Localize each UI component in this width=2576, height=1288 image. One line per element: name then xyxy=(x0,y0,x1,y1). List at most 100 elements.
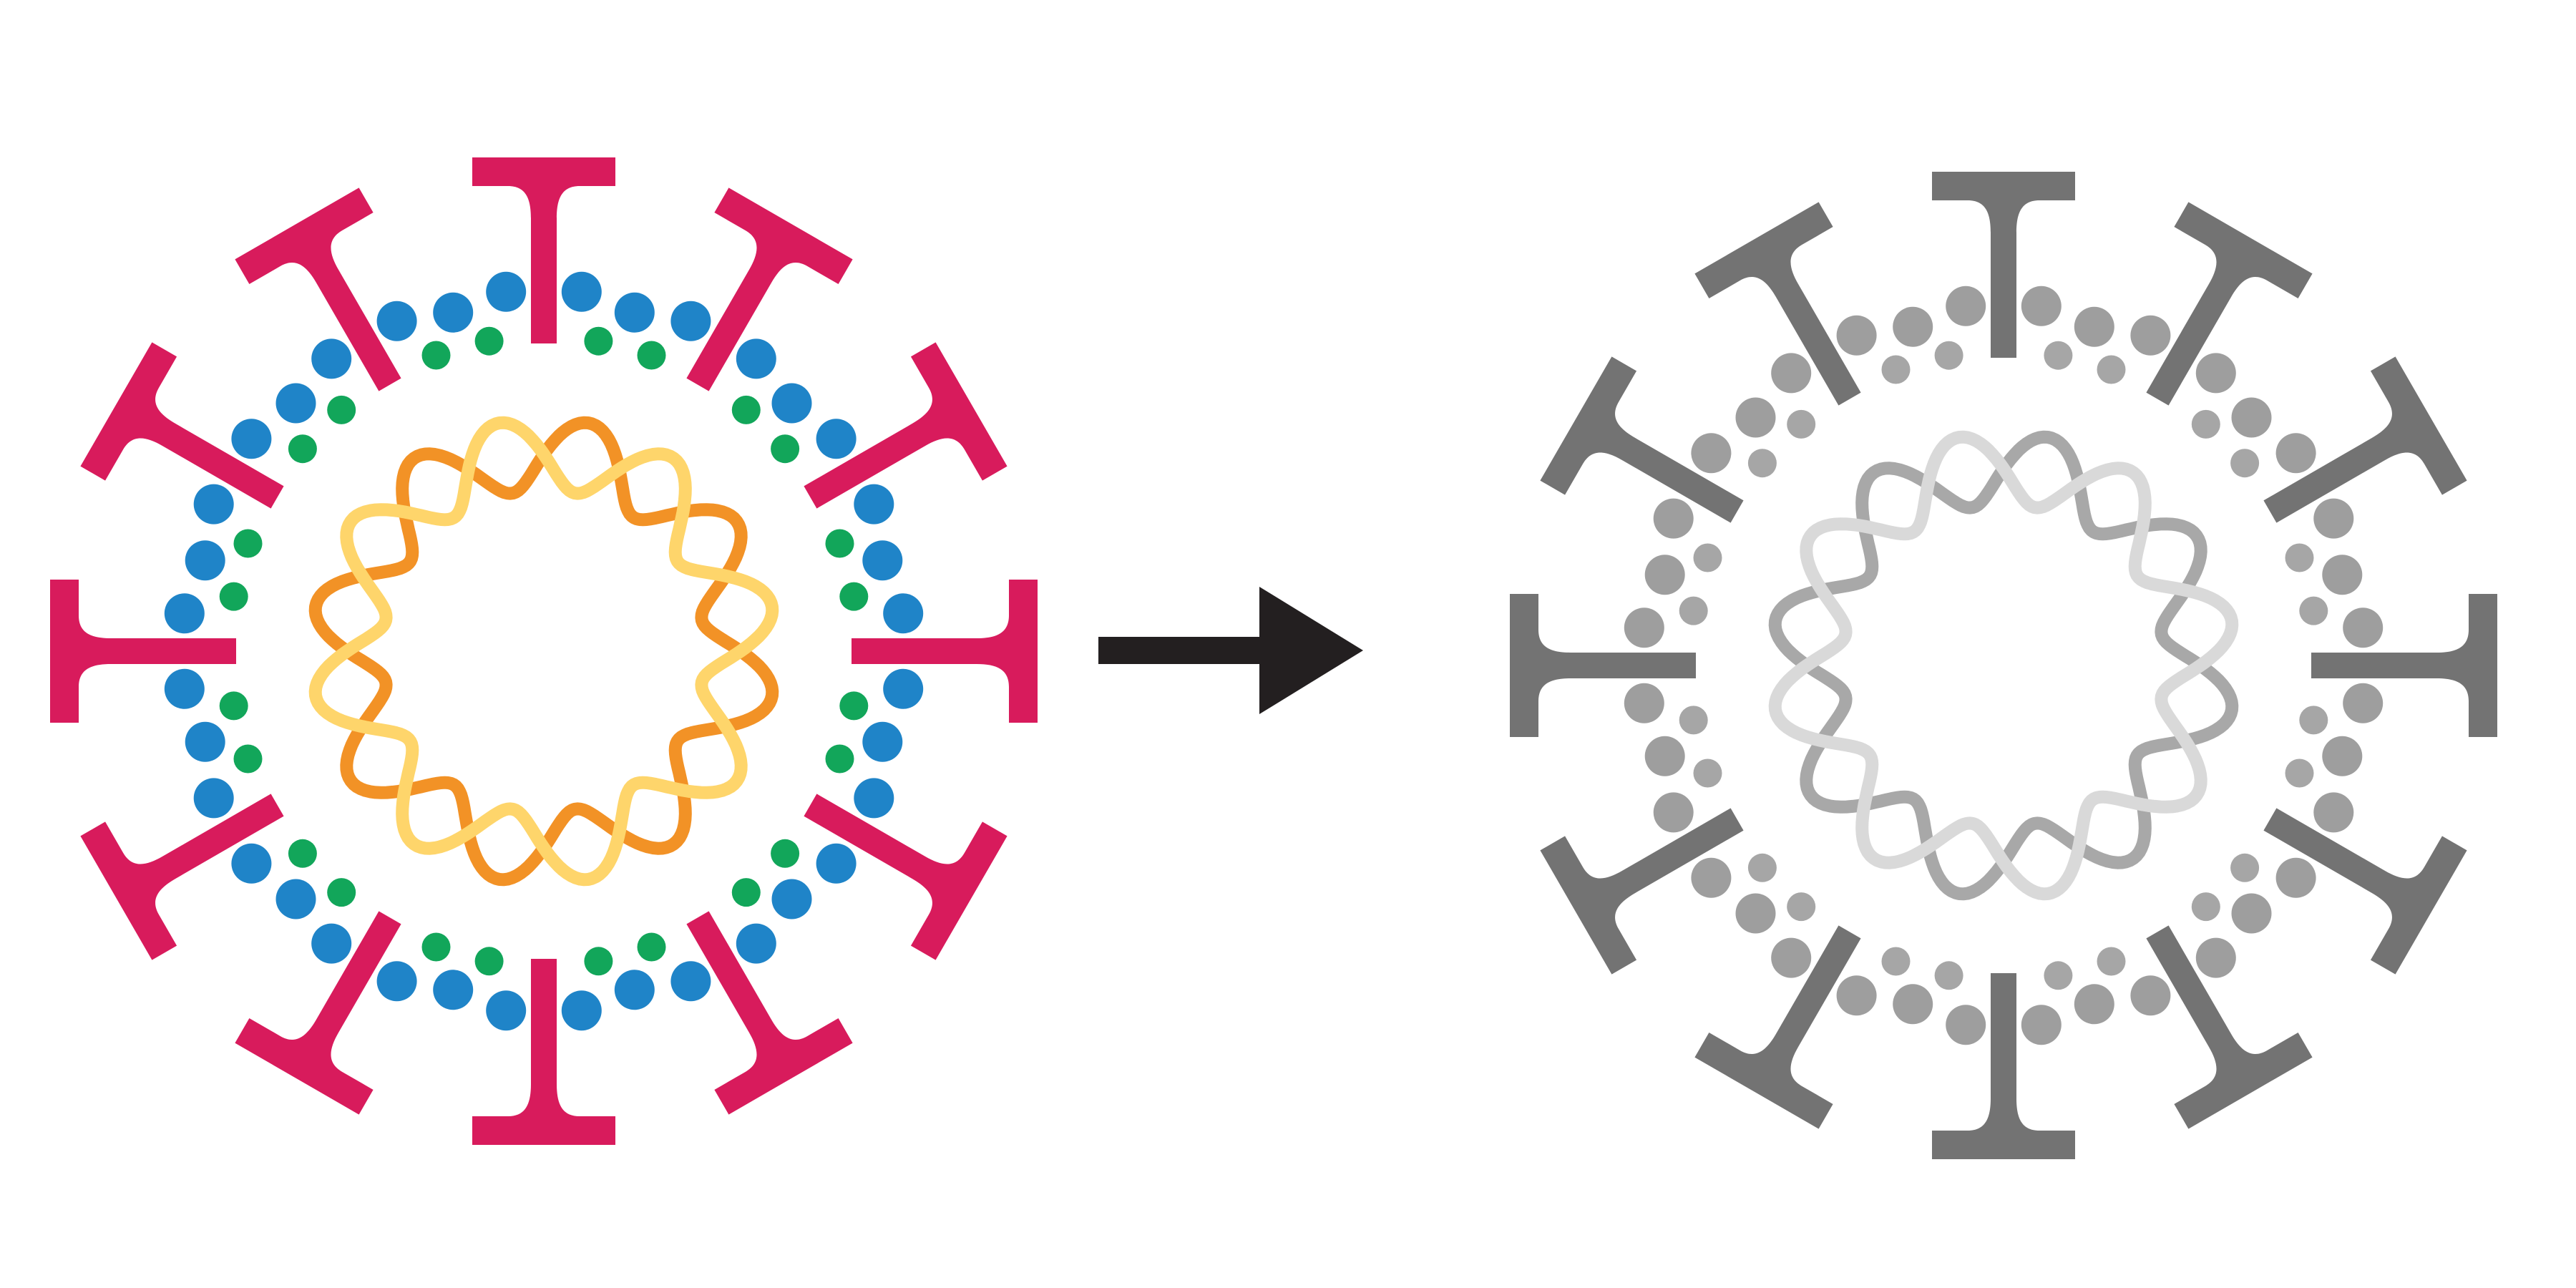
particle-outer-dot xyxy=(1691,433,1732,474)
particle-outer-dot xyxy=(164,668,205,709)
particle-outer-dot xyxy=(1771,353,1812,394)
particle-inner-dot xyxy=(637,932,666,962)
particle-outer-dot xyxy=(1893,306,1933,347)
particle-inner-dot xyxy=(2285,758,2314,788)
particle-outer-dot xyxy=(2313,792,2354,833)
particle-outer-dot xyxy=(561,271,602,312)
particle-outer-dot xyxy=(2343,683,2384,723)
particle-inner-dot xyxy=(1693,543,1722,572)
particle-outer-dot xyxy=(561,990,602,1031)
particle-outer-dot xyxy=(2195,353,2236,394)
particle-outer-dot xyxy=(883,593,924,634)
particle-outer-dot xyxy=(1946,1005,1986,1045)
particle-outer-dot xyxy=(862,721,903,762)
particle-inner-dot xyxy=(1747,449,1777,478)
spike-protein xyxy=(1932,973,2075,1159)
particle-outer-dot xyxy=(771,879,812,919)
particle-inner-dot xyxy=(584,947,613,976)
particle-outer-dot xyxy=(164,593,205,634)
particle-inner-dot xyxy=(219,582,248,611)
particle-outer-dot xyxy=(670,961,711,1002)
particle-outer-dot xyxy=(1624,683,1664,723)
spike-protein xyxy=(80,342,284,509)
particle-outer-dot xyxy=(185,540,225,581)
particle-outer-dot xyxy=(614,970,655,1010)
particle-inner-dot xyxy=(825,529,854,558)
particle-outer-dot xyxy=(2275,433,2316,474)
particle-inner-dot xyxy=(825,744,854,774)
particle-inner-dot xyxy=(1934,961,1963,990)
grayscale-virus-particle xyxy=(1510,172,2497,1159)
particle-outer-dot xyxy=(486,271,527,312)
spike-protein xyxy=(804,342,1008,509)
spike-protein xyxy=(1540,808,1744,975)
spike-protein xyxy=(235,187,401,391)
particle-inner-dot xyxy=(1881,947,1911,976)
spike-protein xyxy=(1694,925,1861,1129)
particle-outer-dot xyxy=(2195,937,2236,978)
particle-outer-dot xyxy=(433,292,474,333)
particle-outer-dot xyxy=(1735,893,1776,934)
colored-virus-particle xyxy=(50,157,1038,1145)
particle-inner-dot xyxy=(731,395,761,424)
spike-protein xyxy=(50,580,236,723)
particle-inner-dot xyxy=(219,691,248,721)
particle-inner-dot xyxy=(2191,409,2220,439)
particle-outer-dot xyxy=(1653,498,1694,539)
particle-inner-dot xyxy=(421,341,451,370)
particle-outer-dot xyxy=(854,778,894,819)
particle-outer-dot xyxy=(1946,286,1986,326)
spike-protein xyxy=(235,911,401,1115)
particle-inner-dot xyxy=(2230,449,2260,478)
spike-protein xyxy=(686,911,853,1115)
spike-protein xyxy=(80,794,284,960)
particle-inner-dot xyxy=(2097,355,2126,384)
arrow-shaft xyxy=(1098,637,1267,664)
particle-inner-dot xyxy=(1934,341,1963,370)
particle-inner-dot xyxy=(2044,341,2073,370)
spike-protein xyxy=(2263,808,2467,975)
particle-outer-dot xyxy=(376,301,417,341)
particle-outer-dot xyxy=(771,383,812,424)
particle-outer-dot xyxy=(185,721,225,762)
particle-inner-dot xyxy=(327,878,356,907)
particle-outer-dot xyxy=(2343,608,2384,648)
rna-ring-strand xyxy=(1768,430,2239,901)
particle-outer-dot xyxy=(311,338,352,379)
particle-inner-dot xyxy=(1881,355,1911,384)
particle-inner-dot xyxy=(1679,596,1708,625)
spike-protein xyxy=(2146,925,2313,1129)
spike-protein xyxy=(2146,202,2313,406)
particle-outer-dot xyxy=(376,961,417,1002)
particle-outer-dot xyxy=(1771,937,1812,978)
particle-inner-dot xyxy=(771,839,800,868)
particle-outer-dot xyxy=(2021,1005,2062,1045)
particle-inner-dot xyxy=(839,691,869,721)
rna-ring-strand xyxy=(308,416,779,887)
particle-inner-dot xyxy=(839,582,869,611)
spike-protein xyxy=(2311,594,2497,737)
particle-outer-dot xyxy=(2231,893,2272,934)
particle-inner-dot xyxy=(1747,853,1777,882)
particle-outer-dot xyxy=(486,990,527,1031)
particle-outer-dot xyxy=(736,338,776,379)
particle-inner-dot xyxy=(731,878,761,907)
particle-inner-dot xyxy=(2299,596,2328,625)
particle-outer-dot xyxy=(2231,397,2272,438)
particle-inner-dot xyxy=(474,947,504,976)
particle-outer-dot xyxy=(193,484,234,525)
particle-inner-dot xyxy=(288,839,317,868)
particle-inner-dot xyxy=(474,326,504,356)
particle-inner-dot xyxy=(288,434,317,464)
particle-outer-dot xyxy=(2074,984,2114,1025)
particle-outer-dot xyxy=(193,778,234,819)
particle-inner-dot xyxy=(2097,947,2126,976)
particle-outer-dot xyxy=(1893,984,1933,1025)
particle-outer-dot xyxy=(1624,608,1664,648)
particle-inner-dot xyxy=(1693,758,1722,788)
particle-outer-dot xyxy=(1836,315,1877,356)
particle-outer-dot xyxy=(816,419,857,459)
particle-inner-dot xyxy=(2191,892,2220,922)
